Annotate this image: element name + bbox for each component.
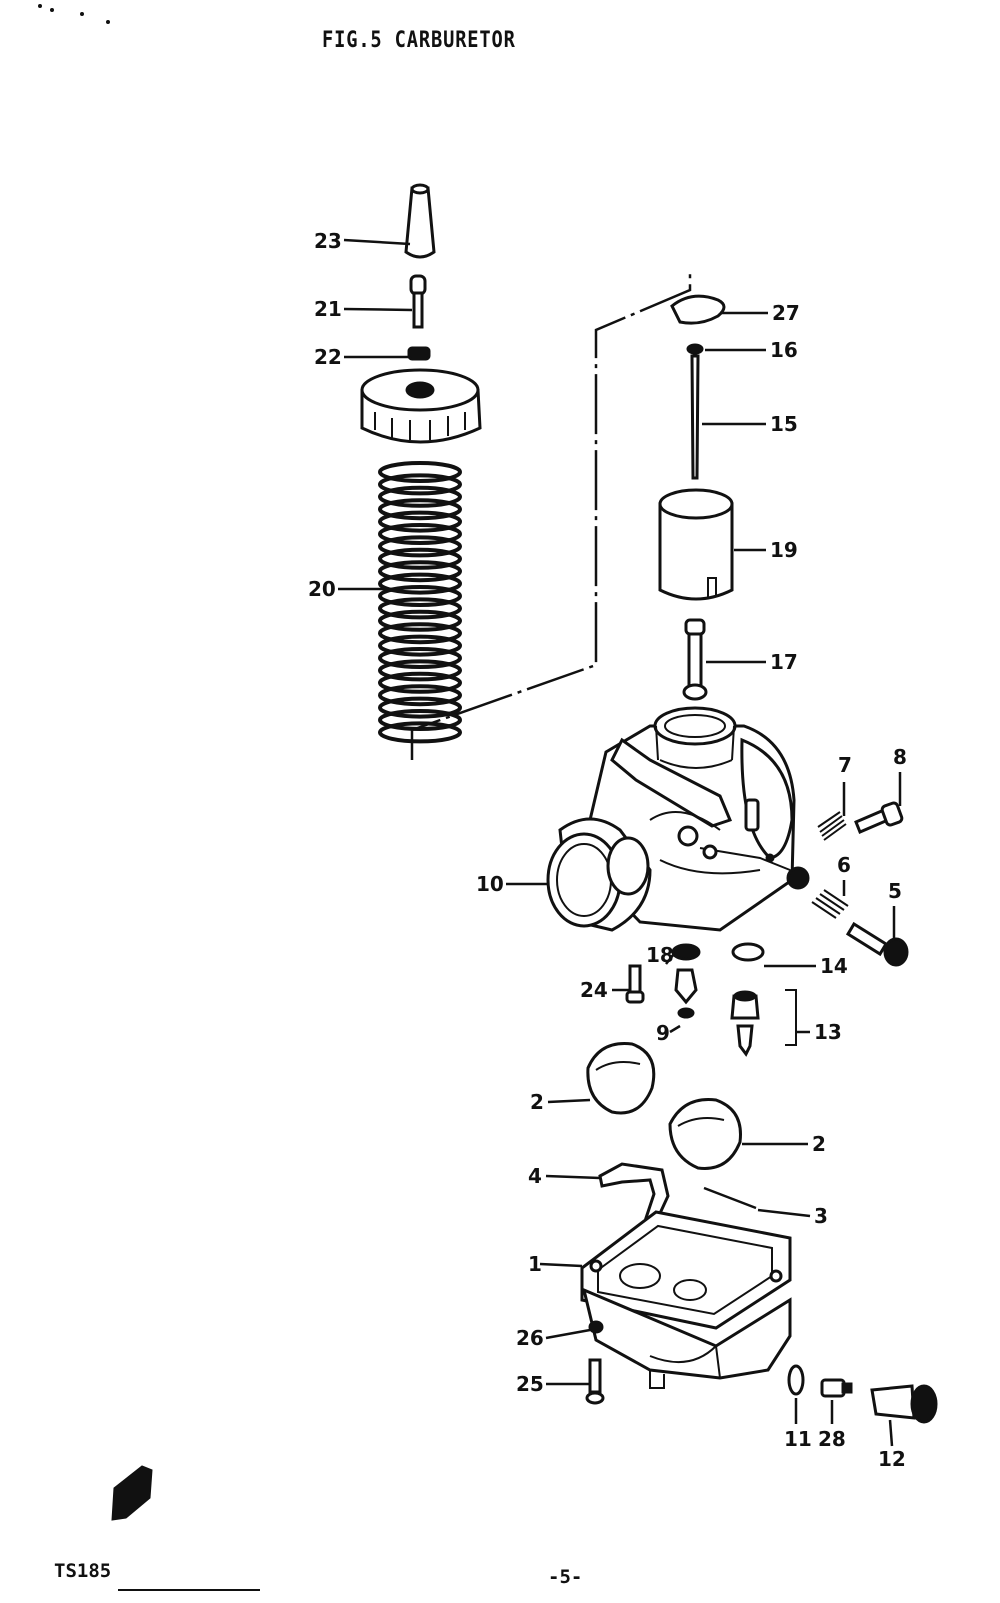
part-15-jet-needle	[690, 354, 700, 480]
callout-14: 14	[820, 954, 848, 978]
part-25-screw	[585, 1358, 605, 1405]
callout-18: 18	[646, 943, 674, 967]
assembly-line	[410, 270, 692, 760]
spring-coil	[378, 572, 462, 595]
part-27-plate	[670, 294, 726, 325]
part-6-spring	[811, 889, 849, 919]
spring-coil	[378, 461, 462, 483]
spring-coil	[378, 523, 462, 545]
leader-lines	[338, 238, 902, 1447]
spring-coil	[378, 709, 462, 731]
callout-2-right: 2	[812, 1132, 826, 1156]
part-13-needle-valve	[730, 989, 797, 1057]
callout-15: 15	[770, 412, 798, 436]
part-28-jet	[820, 1378, 853, 1398]
part-7-spring	[817, 811, 847, 841]
callout-16: 16	[770, 338, 798, 362]
part-18-washer	[671, 943, 701, 961]
callout-1: 1	[528, 1252, 542, 1276]
callout-17: 17	[770, 650, 798, 674]
spring-coil	[378, 634, 462, 657]
callout-7: 7	[838, 753, 852, 777]
callout-4: 4	[528, 1164, 542, 1188]
part-20-spring	[378, 461, 462, 744]
part-10-carburetor-body	[546, 706, 810, 932]
part-8-screw	[854, 801, 904, 834]
spring-coil	[378, 498, 462, 521]
part-12-drain-plug	[870, 1384, 938, 1424]
spring-coil	[378, 622, 462, 645]
spring-coil	[378, 535, 462, 558]
spring-coil	[378, 696, 462, 719]
callout-6: 6	[837, 853, 851, 877]
callout-24: 24	[580, 978, 608, 1002]
callout-2-left: 2	[530, 1090, 544, 1114]
callout-labels: 23 21 22 20 27 16 15 19 17 7 8 6 5 10 18…	[308, 229, 907, 1471]
float-chamber	[581, 1263, 792, 1389]
scan-specks	[38, 4, 110, 24]
spring-coil	[378, 597, 462, 620]
part-16-clip	[686, 343, 704, 355]
spring-coil	[378, 647, 462, 669]
spring-coil	[378, 473, 462, 496]
callout-5: 5	[888, 879, 902, 903]
callout-13: 13	[814, 1020, 842, 1044]
page-number: -5-	[548, 1566, 583, 1588]
part-23-cap	[404, 183, 436, 259]
part-14-washer	[731, 942, 765, 962]
callout-19: 19	[770, 538, 798, 562]
spring-coil	[378, 485, 462, 508]
callout-25: 25	[516, 1372, 544, 1396]
part-1-gasket	[580, 1210, 792, 1330]
figure-title: FIG.5 CARBURETOR	[322, 28, 516, 53]
part-main-jet	[674, 968, 698, 1005]
callout-9: 9	[656, 1021, 670, 1045]
spring-coil	[378, 585, 462, 607]
part-24-screw	[625, 964, 645, 1004]
part-19-throttle-valve	[658, 488, 734, 601]
part-26-washer	[588, 1320, 604, 1334]
callout-28: 28	[818, 1427, 846, 1451]
part-11-washer	[787, 1364, 805, 1396]
spring-coil	[378, 609, 462, 632]
spring-coil	[378, 659, 462, 682]
part-17-needle-jet	[682, 618, 708, 701]
callout-21: 21	[314, 297, 342, 321]
part-21-adjuster	[409, 274, 427, 329]
callout-11: 11	[784, 1427, 812, 1451]
callout-12: 12	[878, 1447, 906, 1471]
part-2-float-right	[668, 1098, 742, 1170]
callout-8: 8	[893, 745, 907, 769]
spring-coil	[378, 510, 462, 533]
part-9-oring	[677, 1007, 695, 1019]
callout-23: 23	[314, 229, 342, 253]
part-22-nut	[407, 346, 431, 361]
callout-10: 10	[476, 872, 504, 896]
spring-coil	[378, 684, 462, 707]
part-2-float-left	[586, 1042, 656, 1115]
carburetor-top-cap	[360, 368, 482, 444]
part-5-screw	[845, 921, 909, 967]
callout-26: 26	[516, 1326, 544, 1350]
part-3-pin	[703, 1186, 757, 1210]
spring-coil	[378, 560, 462, 583]
callout-3: 3	[814, 1204, 828, 1228]
callout-20: 20	[308, 577, 336, 601]
callout-22: 22	[314, 345, 342, 369]
spring-coil	[378, 671, 462, 694]
spring-coil	[378, 547, 462, 570]
spring-coil	[378, 721, 462, 744]
callout-27: 27	[772, 301, 800, 325]
corner-mark	[111, 1465, 153, 1521]
model-code: TS185	[54, 1560, 112, 1582]
